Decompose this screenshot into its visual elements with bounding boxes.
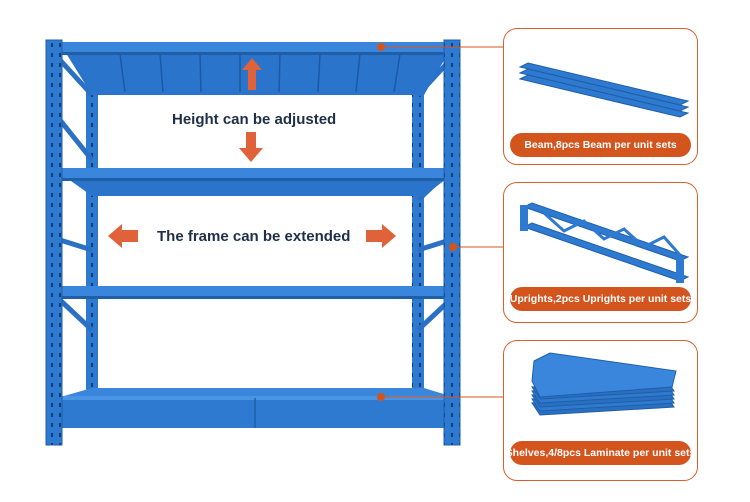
beam-card: Beam,8pcs Beam per unit sets <box>503 28 698 165</box>
arrow-right-icon <box>366 224 396 248</box>
shelves-label: Shelves,4/8pcs Laminate per unit sets <box>506 441 695 465</box>
bottom-shelf <box>60 388 452 428</box>
beam-icon <box>518 62 690 118</box>
callout-connectors <box>377 43 503 401</box>
second-shelf <box>60 168 452 196</box>
frame-extend-label: The frame can be extended <box>157 228 351 245</box>
arrow-left-icon <box>108 224 138 248</box>
third-beam <box>60 286 452 299</box>
arrow-down-icon <box>239 132 263 162</box>
front-uprights <box>45 39 461 446</box>
uprights-label: Uprights,2pcs Uprights per unit sets <box>510 287 691 311</box>
shelves-card: Shelves,4/8pcs Laminate per unit sets <box>503 340 698 481</box>
height-adjust-label: Height can be adjusted <box>172 111 337 128</box>
beam-label: Beam,8pcs Beam per unit sets <box>510 133 691 157</box>
shelf-panels-icon <box>531 352 677 416</box>
top-shelf <box>60 42 452 95</box>
uprights-card: Uprights,2pcs Uprights per unit sets <box>503 182 698 323</box>
upright-frame-icon <box>520 202 690 283</box>
arrow-up-icon <box>242 58 262 90</box>
